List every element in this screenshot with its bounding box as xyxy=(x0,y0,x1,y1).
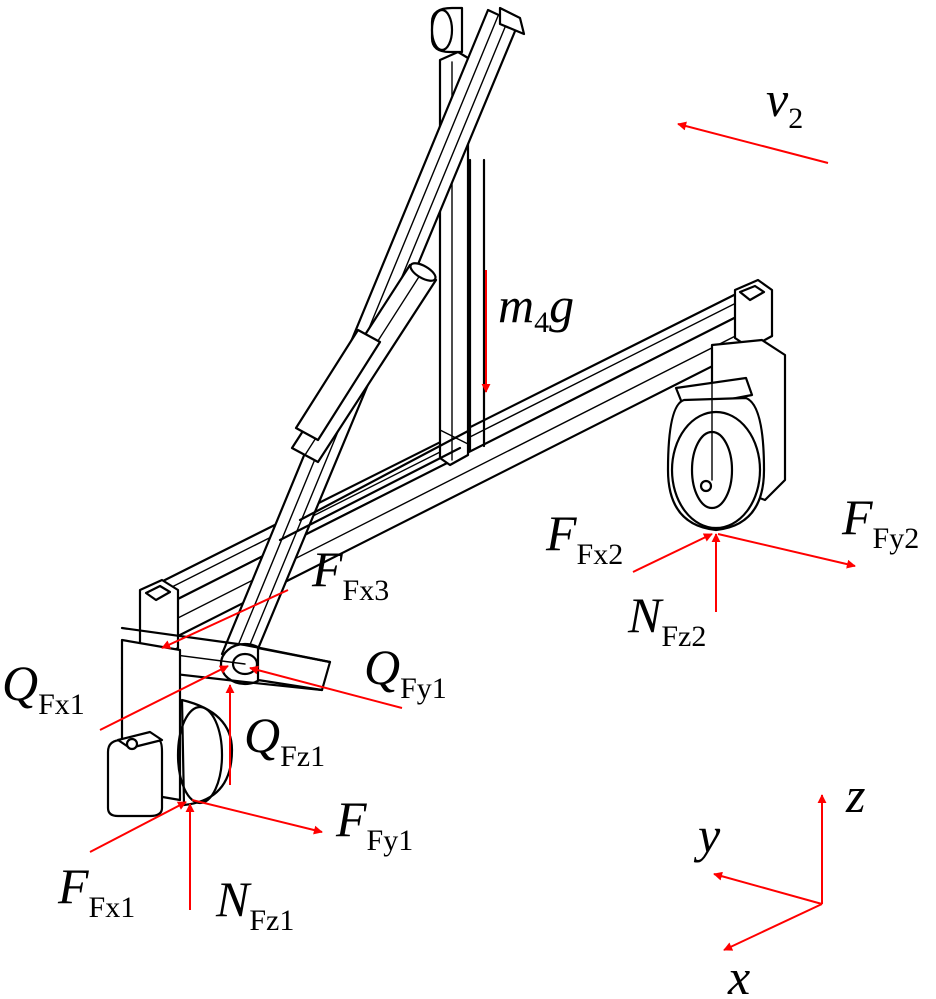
arrow-FFy2 xyxy=(717,533,856,569)
axis-x-label: x xyxy=(727,949,750,999)
axis-y-arrow xyxy=(713,871,823,905)
label-FFx3: FFx3 xyxy=(311,541,389,607)
front-wheel xyxy=(106,638,234,818)
label-FFx1: FFx1 xyxy=(57,858,135,924)
axis-z-label: z xyxy=(845,767,865,823)
arrow-QFy1 xyxy=(249,665,403,709)
label-FFx2: FFx2 xyxy=(545,505,623,571)
force-vectors xyxy=(89,121,856,910)
hydraulic-cylinder xyxy=(290,262,438,464)
coordinate-axes: z y x xyxy=(693,767,865,999)
label-NFz2: NFz2 xyxy=(627,587,706,653)
arrow-FFx3 xyxy=(161,589,289,649)
cross-bracing xyxy=(278,428,472,542)
label-v2: v2 xyxy=(766,71,803,135)
label-QFz1: QFz1 xyxy=(244,707,325,773)
arrow-QFx1 xyxy=(99,665,229,731)
label-FFy2: FFy2 xyxy=(841,489,919,555)
label-NFz1: NFz1 xyxy=(215,871,294,937)
label-m4g: m4g xyxy=(498,277,574,339)
rear-wheel xyxy=(666,338,787,532)
mechanism-drawing xyxy=(106,6,787,818)
axis-x-arrow xyxy=(723,903,823,951)
arrow-FFx1 xyxy=(89,801,187,853)
arrow-FFx2 xyxy=(632,533,713,573)
arrow-v2 xyxy=(677,121,829,164)
label-QFx1: QFx1 xyxy=(2,655,85,721)
label-QFy1: QFy1 xyxy=(364,639,447,705)
axis-y-label: y xyxy=(693,807,721,863)
force-labels: v2 m4g FFx3 QFy1 QFx1 QFz1 FFx2 FFy2 NFz… xyxy=(2,71,919,937)
label-FFy1: FFy1 xyxy=(335,791,413,857)
arrow-FFy1 xyxy=(191,799,323,835)
